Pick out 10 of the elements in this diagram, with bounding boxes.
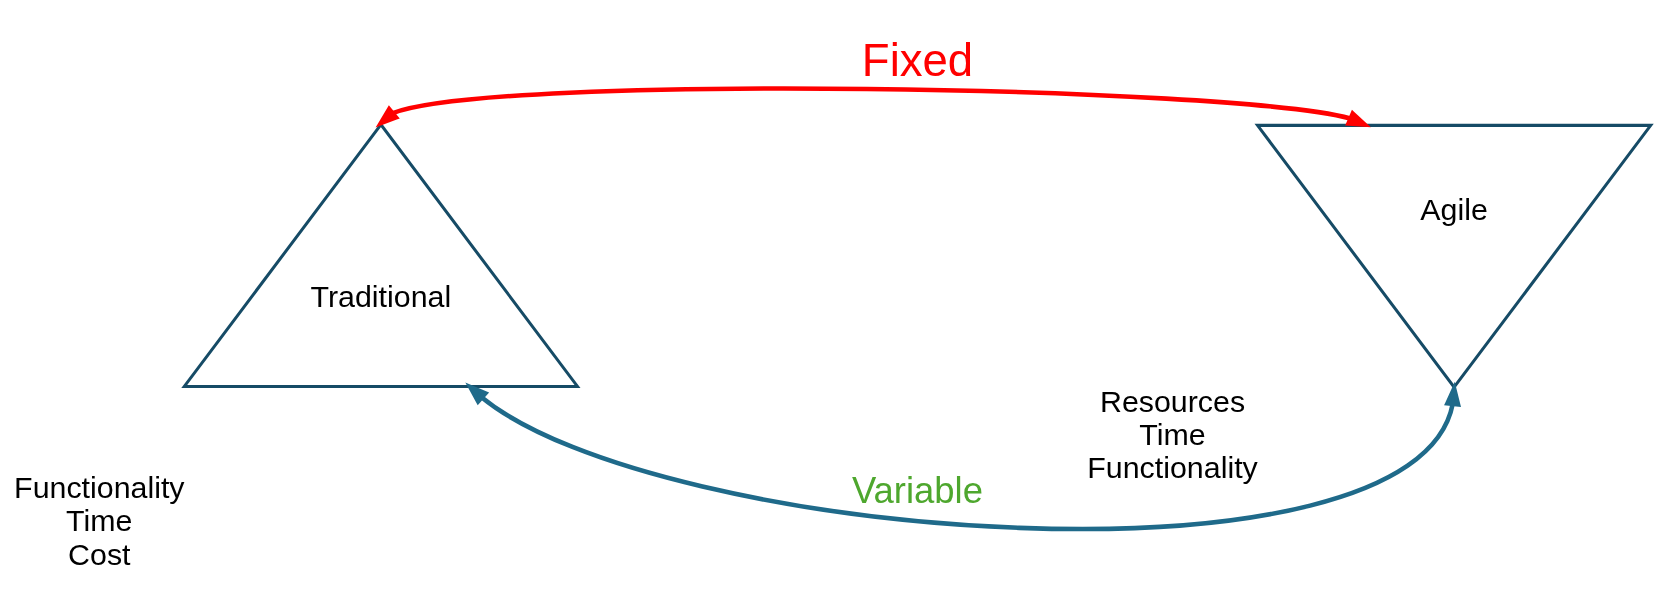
edge-label: Fixed bbox=[861, 34, 974, 86]
arrow bbox=[375, 85, 1371, 127]
node-label: Functionality bbox=[1087, 450, 1258, 484]
node-label: Resources bbox=[1099, 384, 1246, 417]
node-label: Time bbox=[66, 503, 133, 537]
node-label: Time bbox=[1139, 417, 1206, 451]
node-label: Cost bbox=[68, 537, 131, 571]
edge-label: Variable bbox=[852, 469, 983, 511]
node-label: Functionality bbox=[14, 470, 185, 504]
arrow bbox=[465, 381, 1461, 531]
